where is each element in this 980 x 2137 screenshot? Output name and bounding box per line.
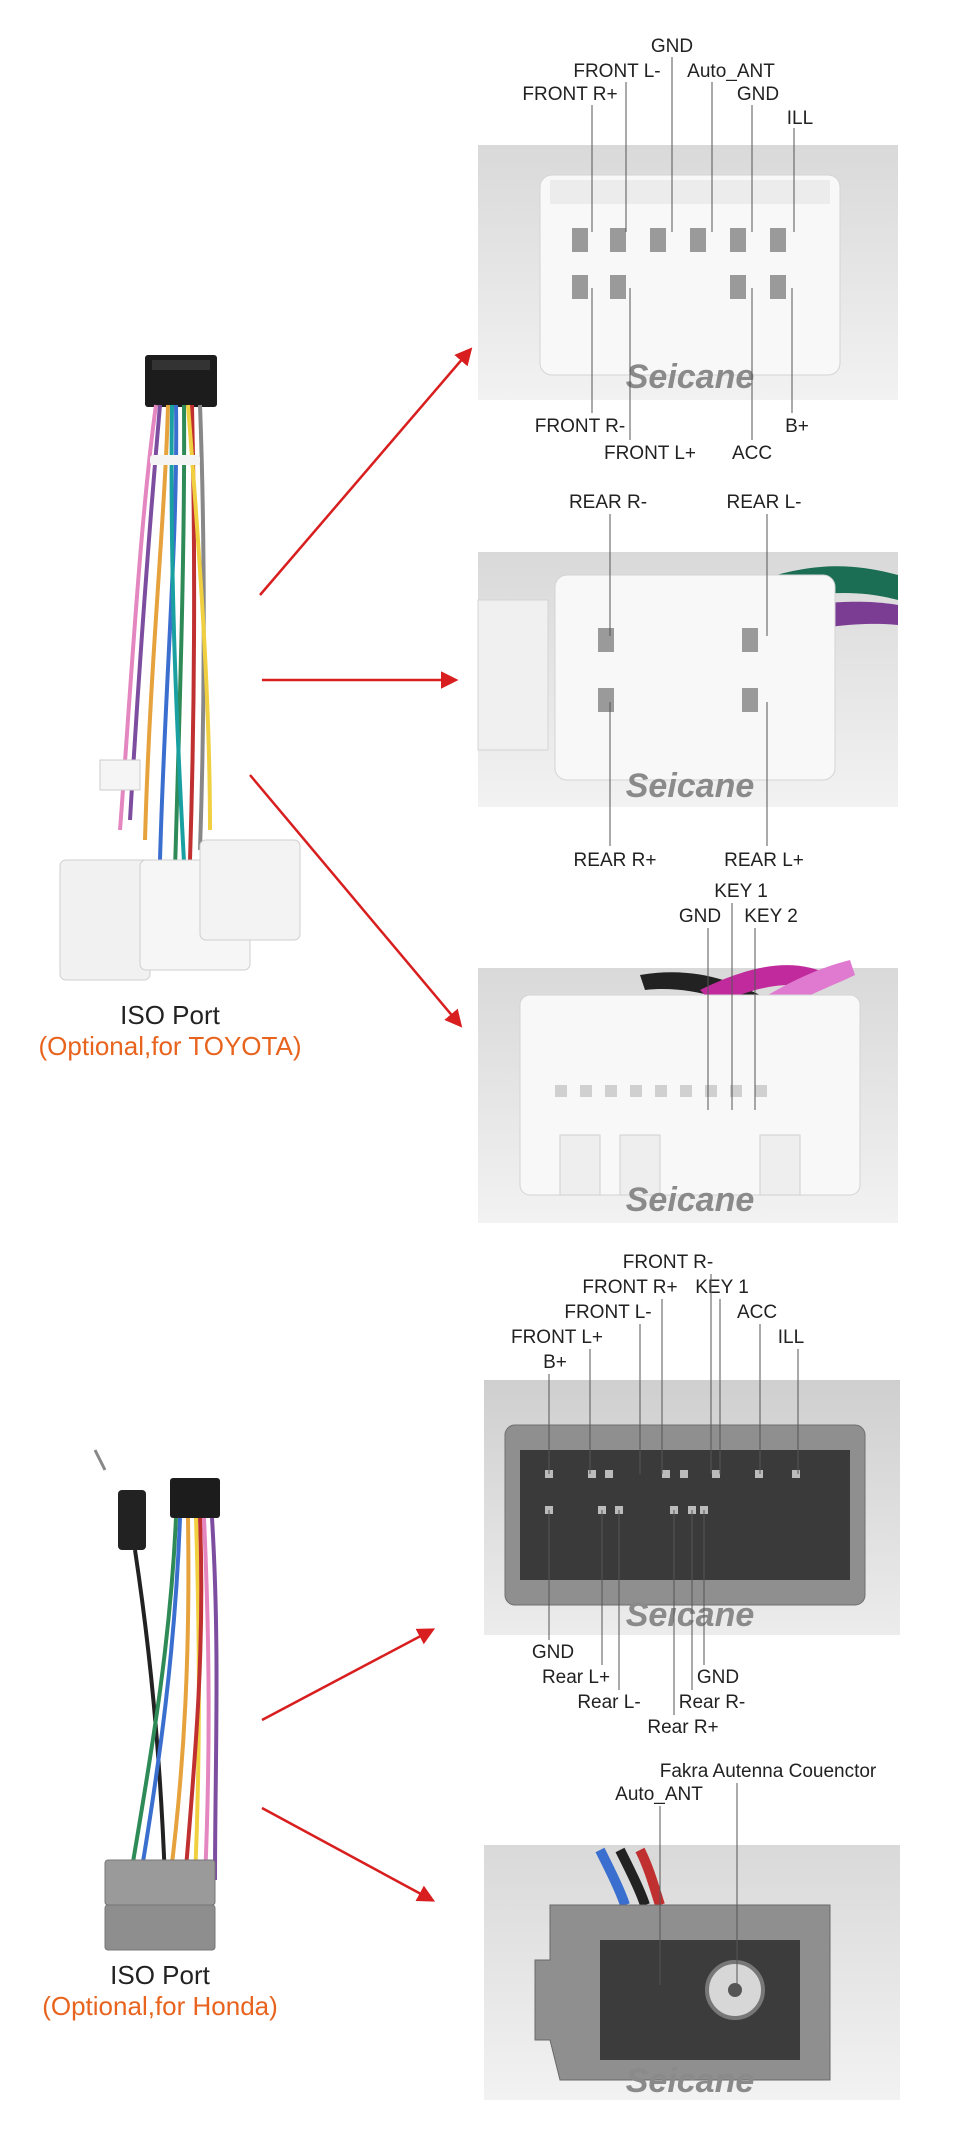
label-fakra-connector: Fakra Autenna Couenctor [660, 1761, 877, 1782]
label-rear-l-plus-h: Rear L+ [542, 1667, 610, 1688]
connector-5-leaders [659, 1783, 738, 1985]
label-rear-r-plus: REAR R+ [574, 850, 657, 871]
connector-2-leaders [609, 514, 768, 846]
connector-5-labels: Fakra Autenna Couenctor Auto_ANT [615, 1761, 877, 1805]
connector-photo-4 [484, 1380, 900, 1635]
connector-2-labels: REAR R- REAR L- REAR R+ REAR L+ [569, 492, 804, 871]
label-front-r-minus: FRONT R- [535, 416, 625, 437]
connector-photo-3 [478, 960, 898, 1223]
connector-4-labels: FRONT R- FRONT R+ KEY 1 FRONT L- ACC FRO… [511, 1252, 804, 1738]
arrow-to-connector-1 [259, 347, 473, 596]
honda-caption: ISO Port (Optional,for Honda) [10, 1960, 310, 2022]
label-rear-r-minus-h: Rear R- [679, 1692, 746, 1713]
label-front-r-minus-h: FRONT R- [623, 1252, 713, 1273]
connector-1-labels: GND FRONT L- Auto_ANT FRONT R+ GND ILL F… [522, 36, 813, 464]
connector-photo-5 [484, 1845, 900, 2100]
label-auto-ant-1: Auto_ANT [687, 61, 775, 82]
label-gnd-2: GND [737, 84, 779, 105]
label-front-l-plus-h: FRONT L+ [511, 1327, 603, 1348]
honda-port-subtitle: (Optional,for Honda) [42, 1991, 278, 2021]
connector-3-leaders [707, 903, 756, 1110]
label-key1-h: KEY 1 [695, 1277, 749, 1298]
watermark-seicane-1: Seicane [626, 358, 755, 396]
watermark-seicane-5: Seicane [626, 2062, 755, 2100]
label-key2-toyota: KEY 2 [744, 906, 798, 927]
label-front-r-plus: FRONT R+ [522, 84, 617, 105]
label-acc-h: ACC [737, 1302, 777, 1323]
label-rear-l-plus: REAR L+ [724, 850, 804, 871]
label-front-l-plus: FRONT L+ [604, 443, 696, 464]
connector-4-leaders [548, 1274, 799, 1715]
connector-3-labels: KEY 1 GND KEY 2 [679, 881, 798, 927]
arrow-to-connector-3 [249, 774, 463, 1028]
label-rear-l-minus: REAR L- [727, 492, 802, 513]
label-rear-r-plus-h: Rear R+ [647, 1717, 718, 1738]
label-rear-l-minus-h: Rear L- [577, 1692, 640, 1713]
label-b-plus-1: B+ [785, 416, 809, 437]
honda-port-title: ISO Port [110, 1960, 210, 1990]
arrow-to-connector-4 [261, 1628, 436, 1722]
label-gnd-h-2: GND [697, 1667, 739, 1688]
label-key1-toyota: KEY 1 [714, 881, 768, 902]
honda-harness-image [93, 1449, 220, 1951]
toyota-port-subtitle: (Optional,for TOYOTA) [38, 1031, 302, 1061]
label-ill-h: ILL [778, 1327, 804, 1348]
watermark-seicane-3: Seicane [626, 1181, 755, 1219]
connector-photo-2 [477, 552, 898, 807]
watermark-seicane-4: Seicane [626, 1596, 755, 1634]
watermark-seicane-2: Seicane [626, 767, 755, 805]
label-gnd-h-1: GND [532, 1642, 574, 1663]
label-b-plus-h: B+ [543, 1352, 567, 1373]
toyota-port-title: ISO Port [120, 1000, 220, 1030]
toyota-caption: ISO Port (Optional,for TOYOTA) [20, 1000, 320, 1062]
label-front-r-plus-h: FRONT R+ [582, 1277, 677, 1298]
label-rear-r-minus: REAR R- [569, 492, 647, 513]
label-front-l-minus: FRONT L- [573, 61, 660, 82]
label-gnd-1: GND [651, 36, 693, 57]
connector-1-leaders [591, 57, 795, 440]
label-gnd-toyota: GND [679, 906, 721, 927]
label-front-l-minus-h: FRONT L- [564, 1302, 651, 1323]
label-ill-1: ILL [787, 108, 813, 129]
toyota-harness-image [59, 355, 301, 981]
label-auto-ant-h: Auto_ANT [615, 1784, 703, 1805]
connector-photo-1 [478, 145, 898, 400]
arrow-to-connector-5 [261, 1806, 436, 1902]
label-acc-1: ACC [732, 443, 772, 464]
